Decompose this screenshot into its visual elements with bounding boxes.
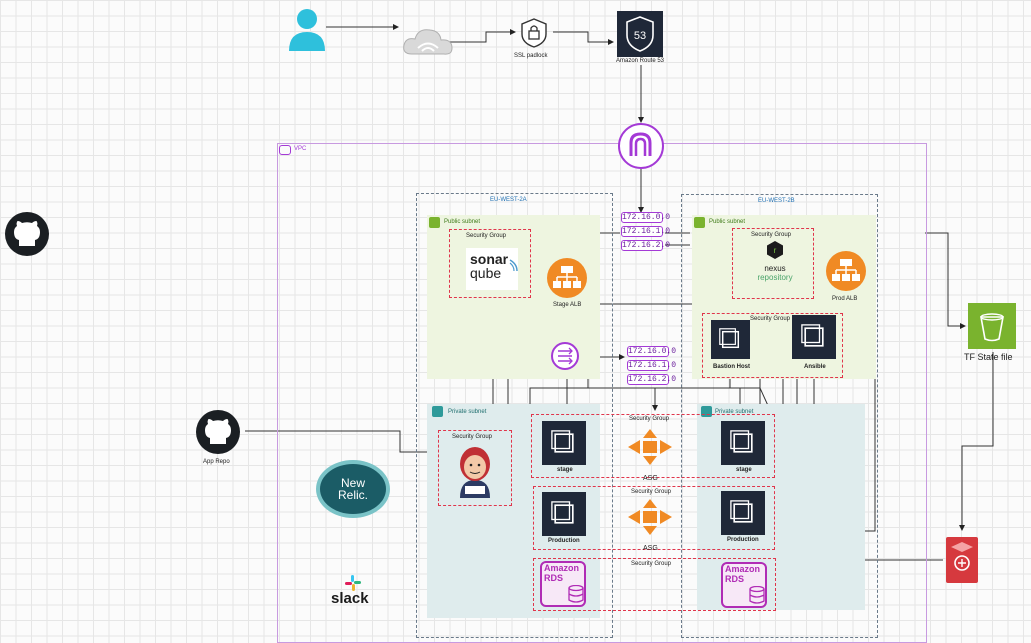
public-subnet-b-icon [694, 217, 705, 228]
stage-right-ec2-icon [721, 421, 765, 465]
github-icon [5, 212, 49, 256]
production-sg-label: Security Group [631, 489, 672, 495]
rds-right-text-1: Amazon [725, 564, 761, 574]
ansible-icon [792, 315, 836, 359]
route53-icon: 53 [617, 11, 663, 57]
bastion-security-group [702, 313, 843, 378]
internet-gateway-icon [618, 123, 664, 169]
vpc-label: VPC [294, 146, 307, 152]
bastion-label: Bastion Host [713, 364, 751, 370]
route-table-top-row-2: 172.16.1.0 [621, 226, 671, 237]
az-a-label: EU-WEST-2A [490, 197, 527, 203]
jenkins-sg-label: Security Group [452, 434, 493, 440]
nat-gateway-icon [551, 342, 579, 370]
nexus-text-1: nexus [764, 264, 786, 273]
state-lock-table-icon [946, 537, 978, 583]
slack-icon [345, 575, 361, 591]
vpc-icon [279, 145, 291, 155]
route-table-mid-row-2: 172.16.1.0 [627, 360, 677, 371]
stage-alb-label: Stage ALB [553, 302, 582, 308]
route-table-top-row-1: 172.16.0.0 [621, 212, 671, 223]
private-subnet-a-icon [432, 406, 443, 417]
private-subnet-b-icon [701, 406, 712, 417]
newrelic-logo: New Relic. [316, 460, 390, 518]
route-table-top-row-3: 172.16.2.0 [621, 240, 671, 251]
newrelic-text-1: New [340, 476, 365, 490]
stage-alb-icon [547, 258, 587, 298]
sonarqube-sg-label: Security Group [466, 233, 507, 239]
stage-sg-label: Security Group [629, 416, 670, 422]
stage-security-group [531, 414, 775, 478]
production-asg-icon [627, 498, 673, 536]
newrelic-text-2: Relic. [337, 488, 368, 502]
prod-alb-icon [826, 251, 866, 291]
route-table-mid-row-3: 172.16.2.0 [627, 374, 677, 385]
sonarqube-text-1: sonar [470, 251, 509, 267]
production-right-ec2-icon [721, 491, 765, 535]
route-table-mid-row-1: 172.16.0.0 [627, 346, 677, 357]
rds-left-icon: Amazon RDS [540, 561, 586, 607]
tf-state-label: TF State file [964, 352, 1013, 362]
nexus-logo: r nexus repository [750, 240, 800, 290]
az-b-label: EU-WEST-2B [758, 198, 795, 204]
nexus-security-group [732, 228, 814, 299]
nexus-sg-label: Security Group [751, 232, 792, 238]
rds-right-text-2: RDS [725, 574, 745, 584]
production-left-ec2-icon [542, 492, 586, 536]
svg-text:r: r [774, 246, 777, 255]
public-subnet-b-label: Public subnet [709, 219, 746, 225]
sonarqube-text-2: qube [470, 265, 502, 281]
svg-text:53: 53 [634, 30, 646, 42]
nexus-hex-icon: r [767, 241, 783, 259]
ansible-label: Ansible [804, 364, 826, 370]
s3-bucket-icon [968, 303, 1016, 349]
production-left-label: Production [548, 538, 580, 544]
production-right-label: Production [727, 537, 759, 543]
cloud-icon [402, 24, 454, 58]
production-asg-label: ASG [643, 545, 658, 552]
rds-sg-label: Security Group [631, 561, 672, 567]
app-repo-label: App Repo [203, 459, 230, 465]
public-subnet-a-label: Public subnet [444, 219, 481, 225]
rds-left-text-2: RDS [544, 573, 564, 583]
user-icon [287, 7, 327, 51]
prod-alb-label: Prod ALB [832, 296, 858, 302]
private-subnet-a-label: Private subnet [448, 409, 487, 415]
sonar-waves-icon [509, 259, 518, 272]
rds-right-icon: Amazon RDS [721, 562, 767, 608]
stage-left-ec2-icon [542, 421, 586, 465]
jenkins-security-group [438, 430, 512, 506]
private-subnet-b-label: Private subnet [715, 409, 754, 415]
slack-label: slack [331, 590, 369, 607]
jenkins-logo [450, 442, 500, 498]
route53-label: Amazon Route 53 [615, 58, 665, 64]
sonarqube-logo: sonar qube [466, 248, 518, 290]
stage-right-label: stage [736, 467, 752, 473]
nexus-text-2: repository [757, 273, 793, 282]
public-subnet-a-icon [429, 217, 440, 228]
rds-left-text-1: Amazon [544, 563, 580, 573]
production-security-group [533, 486, 775, 550]
padlock-icon [520, 18, 548, 48]
app-repo-icon [196, 410, 240, 454]
bastion-sg-label: Security Group [750, 316, 791, 322]
ssl-label: SSL padlock [514, 53, 548, 59]
stage-asg-icon [627, 428, 673, 466]
bastion-host-icon [711, 320, 750, 359]
stage-asg-label: ASG [643, 475, 658, 482]
rds-security-group [533, 558, 776, 611]
sonarqube-security-group [449, 229, 531, 298]
stage-left-label: stage [557, 467, 573, 473]
